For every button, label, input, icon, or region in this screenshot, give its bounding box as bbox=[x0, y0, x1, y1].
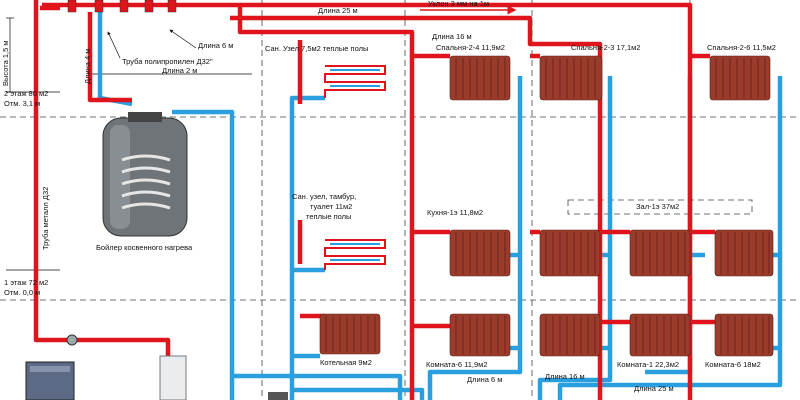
manifold-valves bbox=[67, 0, 177, 13]
bathroom-1-label-line3: теплые полы bbox=[306, 212, 352, 221]
radiators bbox=[319, 55, 774, 357]
room-1-label: Комната-1 22,3м2 bbox=[617, 360, 680, 369]
radiator-room-1a bbox=[539, 313, 601, 357]
bedroom-2-3-label: Спальня-2-3 17,1м2 bbox=[571, 43, 641, 52]
radiator-hall-3 bbox=[714, 229, 774, 277]
pump bbox=[268, 392, 288, 400]
length-25m-bottom-label: Длина 25 м bbox=[634, 384, 674, 393]
radiator-room-6b bbox=[714, 313, 774, 357]
radiator-room-6a bbox=[449, 313, 511, 357]
bathroom-1-label-line2: туалет 11м2 bbox=[310, 202, 353, 211]
bathroom-2-label: Сан. Узел 7,5м2 теплые полы bbox=[265, 44, 369, 53]
metal-pipe-label: Труба металл Д32 bbox=[41, 186, 50, 250]
length-16m-bottom-label: Длина 16 м bbox=[545, 372, 585, 381]
floor-2-mark-label: Отм. 3,1 м bbox=[4, 99, 41, 108]
radiator-fins bbox=[325, 58, 770, 354]
radiator-bedroom-2-4 bbox=[449, 55, 511, 101]
indirect-boiler bbox=[102, 112, 188, 237]
floor-1-mark-label: Отм. 0,0 м bbox=[4, 288, 41, 297]
indirect-boiler-label: Бойлер косвенного нагрева bbox=[96, 243, 193, 252]
radiator-hall-2 bbox=[629, 229, 691, 277]
radiator-bedroom-2-3 bbox=[539, 55, 603, 101]
length-4m-label: Длина 4 м bbox=[83, 48, 92, 84]
slope-label: Уклон 3 мм на 1м bbox=[428, 0, 490, 8]
radiator-boiler-room bbox=[319, 313, 381, 355]
radiator-hall-1 bbox=[539, 229, 601, 277]
floor-heating-2 bbox=[324, 65, 386, 98]
room-6b-label: Комната-6 18м2 bbox=[705, 360, 761, 369]
bedroom-2-6-label: Спальня-2-6 11,5м2 bbox=[707, 43, 776, 52]
floor-2-label: 2 этаж 80 м2 bbox=[4, 89, 49, 98]
hall-label: Зал-1э 37м2 bbox=[636, 202, 680, 211]
room-6a-label: Комната-6 11,9м2 bbox=[426, 360, 488, 369]
heating-boiler-unit bbox=[25, 334, 187, 400]
radiator-bedroom-2-6 bbox=[709, 55, 771, 101]
bathroom-1-label-line1: Сан. узел, тамбур, bbox=[292, 192, 357, 201]
length-16m-top-label: Длина 16 м bbox=[432, 32, 472, 41]
dimension-marks bbox=[6, 17, 252, 271]
length-6m-bottom-label: Длина 6 м bbox=[467, 375, 503, 384]
bedroom-2-4-label: Спальня-2-4 11,9м2 bbox=[436, 43, 505, 52]
boiler-room-label: Котельная 9м2 bbox=[320, 358, 372, 367]
length-6m-top-label: Длина 6 м bbox=[198, 41, 234, 50]
height-label: Высота 1,5 м bbox=[1, 40, 10, 86]
radiator-kitchen bbox=[449, 229, 511, 277]
radiator-room-1b bbox=[629, 313, 691, 357]
floor-1-label: 1 этаж 72 м2 bbox=[4, 278, 49, 287]
length-25m-top-label: Длина 25 м bbox=[318, 6, 358, 15]
kitchen-label: Кухня-1э 11,8м2 bbox=[427, 208, 484, 217]
pipe-polypropylene-label: Труба полипропилен Д32" bbox=[122, 57, 213, 66]
floor-heating-1 bbox=[324, 239, 386, 270]
length-2m-label: Длина 2 м bbox=[162, 66, 198, 75]
